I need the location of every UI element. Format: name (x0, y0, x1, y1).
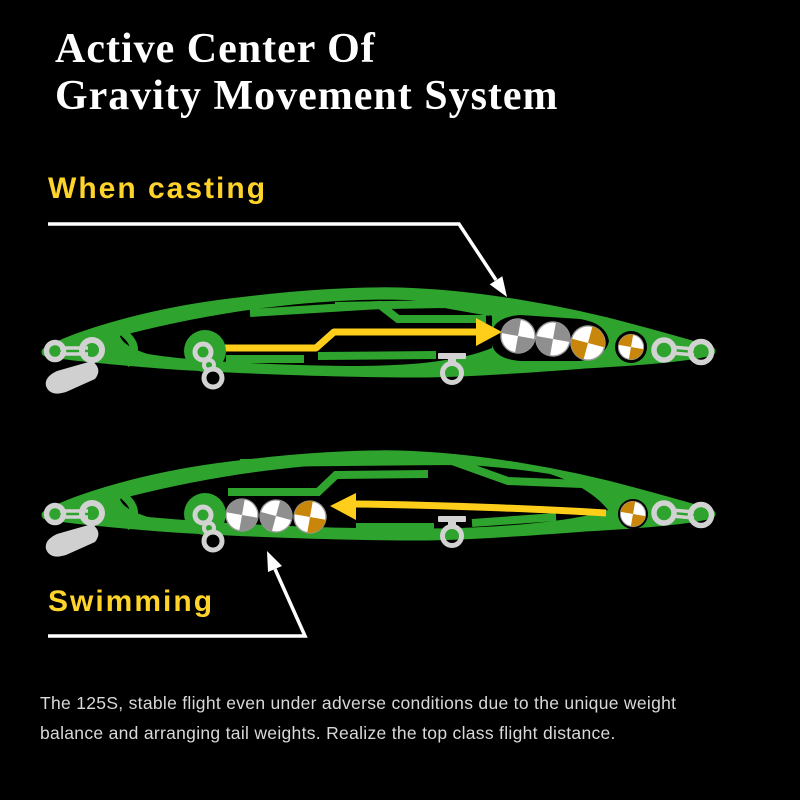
description-text: The 125S, stable flight even under adver… (40, 688, 676, 748)
lure-swimming (46, 455, 712, 638)
lure-casting (46, 222, 712, 394)
weight-channel-walls (228, 456, 583, 531)
casting-callout-arrow (48, 222, 507, 297)
casting-label: When casting (48, 172, 268, 205)
casting-callout-arrowhead (489, 276, 507, 297)
weight-channel-walls (226, 299, 491, 363)
weight-travel-arrow-swimming (330, 493, 607, 520)
page-title: Active Center Of Gravity Movement System (55, 26, 559, 120)
weight-travel-arrow-casting (224, 318, 502, 352)
page-title-line2: Gravity Movement System (55, 73, 559, 119)
swimming-callout-arrowhead (267, 551, 282, 572)
page-title-line1: Active Center Of (55, 26, 376, 72)
description-line2: balance and arranging tail weights. Real… (40, 723, 616, 743)
swimming-label: Swimming (48, 585, 215, 618)
swimming-callout-arrow (48, 551, 308, 638)
description-line1: The 125S, stable flight even under adver… (40, 693, 677, 713)
